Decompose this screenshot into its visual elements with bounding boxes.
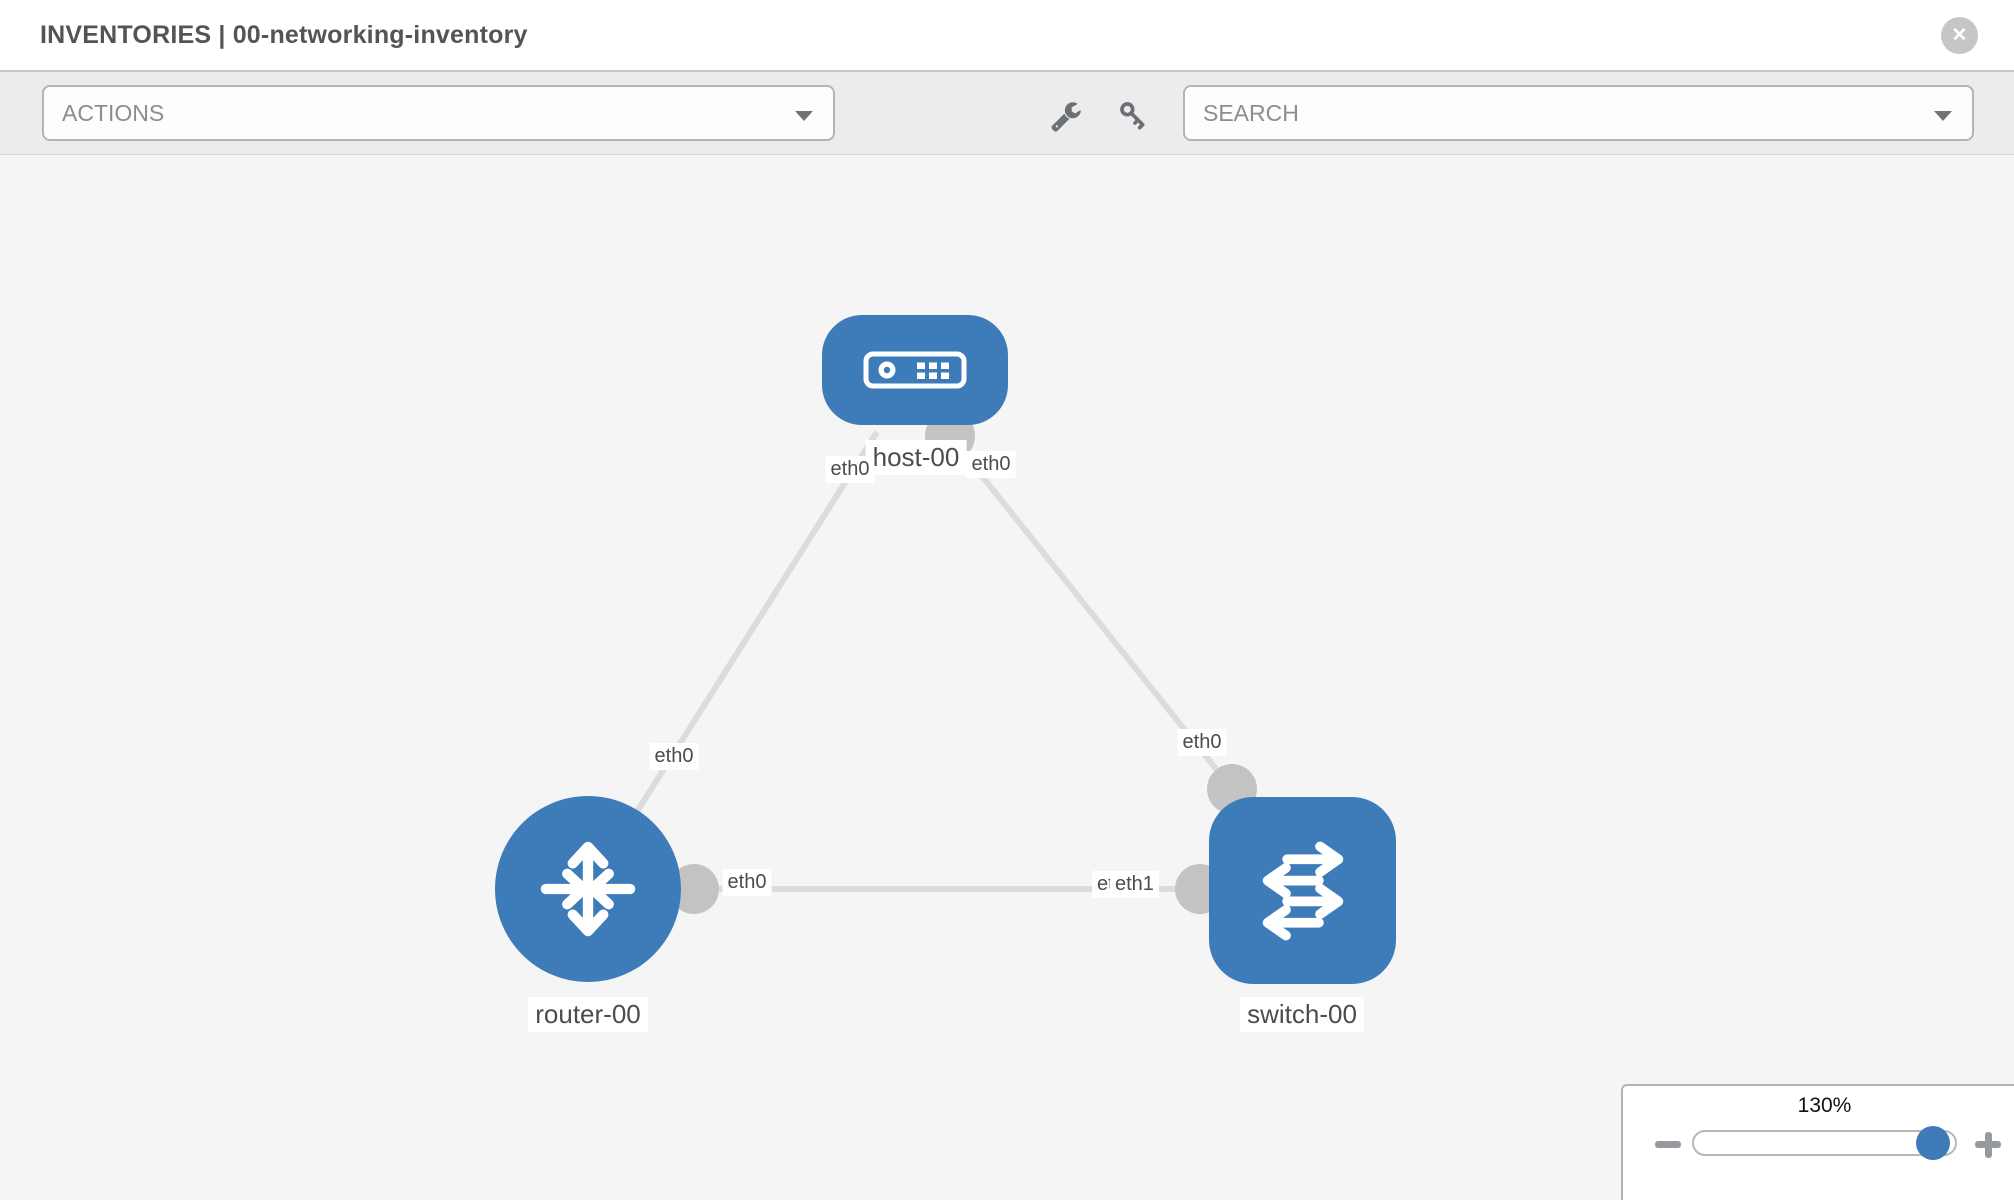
zoom-out-button[interactable] bbox=[1649, 1126, 1687, 1162]
header: INVENTORIES | 00-networking-inventory ✕ bbox=[0, 0, 2014, 72]
interface-label-switch-eth1: eth1 bbox=[1110, 871, 1159, 898]
node-label-host: host-00 bbox=[865, 440, 967, 475]
plus-icon bbox=[1984, 1131, 1992, 1158]
topology-canvas[interactable]: host-00 router-00 switch-00 eth0 eth0 et… bbox=[0, 155, 2014, 1200]
node-router-00[interactable] bbox=[495, 796, 681, 982]
zoom-panel: 130% bbox=[1621, 1084, 2014, 1200]
toolbar: ACTIONS SEARCH bbox=[0, 72, 2014, 155]
zoom-slider-thumb[interactable] bbox=[1916, 1126, 1950, 1160]
interface-label-host-eth0-right: eth0 bbox=[966, 451, 1016, 478]
host-icon bbox=[863, 351, 967, 389]
node-switch-00[interactable] bbox=[1209, 797, 1396, 984]
node-label-router: router-00 bbox=[528, 997, 648, 1032]
zoom-slider-track[interactable] bbox=[1692, 1126, 1957, 1160]
zoom-level: 130% bbox=[1797, 1094, 1852, 1117]
interface-label-router-eth0-up: eth0 bbox=[649, 743, 699, 770]
interface-label-host-eth0-left: eth0 bbox=[825, 456, 875, 483]
key-icon bbox=[1120, 102, 1145, 130]
minus-icon bbox=[1655, 1141, 1681, 1148]
links-layer bbox=[585, 411, 1257, 914]
actions-dropdown[interactable]: ACTIONS bbox=[42, 85, 835, 141]
search-dropdown-label: SEARCH bbox=[1203, 99, 1299, 126]
close-button[interactable]: ✕ bbox=[1941, 17, 1978, 54]
zoom-in-button[interactable] bbox=[1969, 1126, 2007, 1162]
wrench-icon bbox=[1051, 102, 1081, 132]
router-icon bbox=[540, 841, 636, 937]
switch-icon bbox=[1262, 841, 1343, 940]
close-icon: ✕ bbox=[1951, 25, 1968, 46]
key-tool-button[interactable] bbox=[1110, 94, 1158, 138]
interface-label-router-eth0: eth0 bbox=[722, 869, 772, 896]
node-label-switch: switch-00 bbox=[1240, 997, 1364, 1032]
search-dropdown[interactable]: SEARCH bbox=[1183, 85, 1974, 141]
chevron-down-icon bbox=[795, 111, 813, 121]
actions-dropdown-label: ACTIONS bbox=[62, 99, 165, 126]
interface-dot-router[interactable] bbox=[669, 864, 719, 914]
interface-label-switch-eth0: eth0 bbox=[1177, 729, 1227, 756]
chevron-down-icon bbox=[1934, 111, 1952, 121]
page-title: INVENTORIES | 00-networking-inventory bbox=[40, 21, 528, 49]
node-host-00[interactable] bbox=[822, 315, 1008, 425]
configure-tool-button[interactable] bbox=[1042, 94, 1090, 138]
